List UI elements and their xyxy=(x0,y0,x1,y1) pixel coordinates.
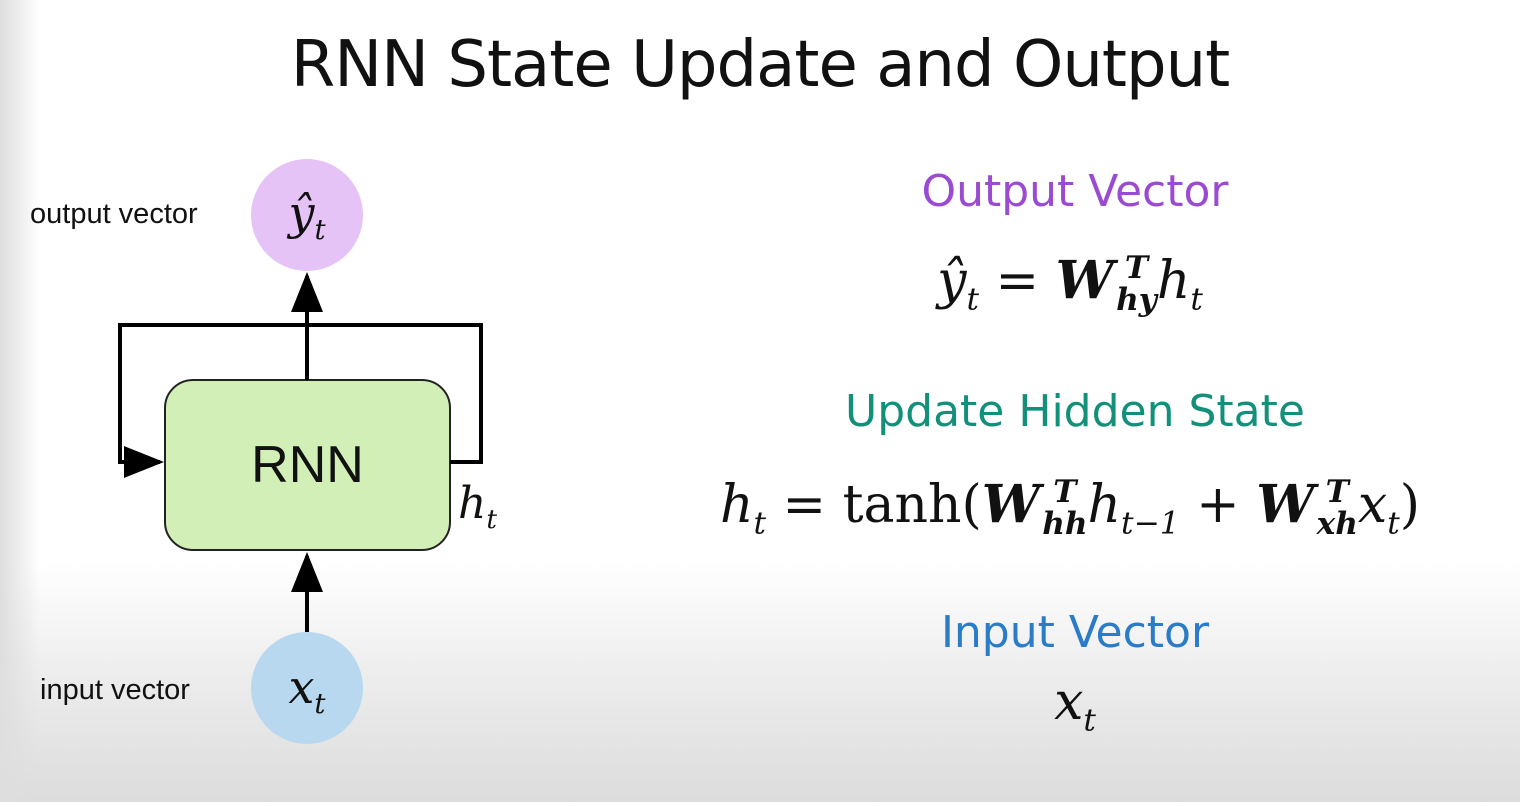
background-shade xyxy=(0,0,40,802)
input-node-circle xyxy=(251,632,363,744)
output-node-symbol: ŷt xyxy=(288,186,326,247)
rnn-diagram xyxy=(118,159,483,744)
output-node-circle xyxy=(251,159,363,271)
output-vector-label: output vector xyxy=(30,198,198,230)
recurrence-loop-arrow xyxy=(118,323,483,478)
output-vector-heading: Output Vector xyxy=(921,166,1229,217)
input-vector-label: input vector xyxy=(40,674,190,706)
input-vector-heading: Input Vector xyxy=(940,607,1210,658)
input-node-symbol: xt xyxy=(288,660,326,721)
hidden-state-label: ht xyxy=(458,478,497,535)
slide-title: RNN State Update and Output xyxy=(290,28,1231,102)
rnn-cell-label: RNN xyxy=(251,436,364,494)
input-equation: xt xyxy=(1054,672,1096,739)
update-hidden-state-heading: Update Hidden State xyxy=(845,386,1305,437)
